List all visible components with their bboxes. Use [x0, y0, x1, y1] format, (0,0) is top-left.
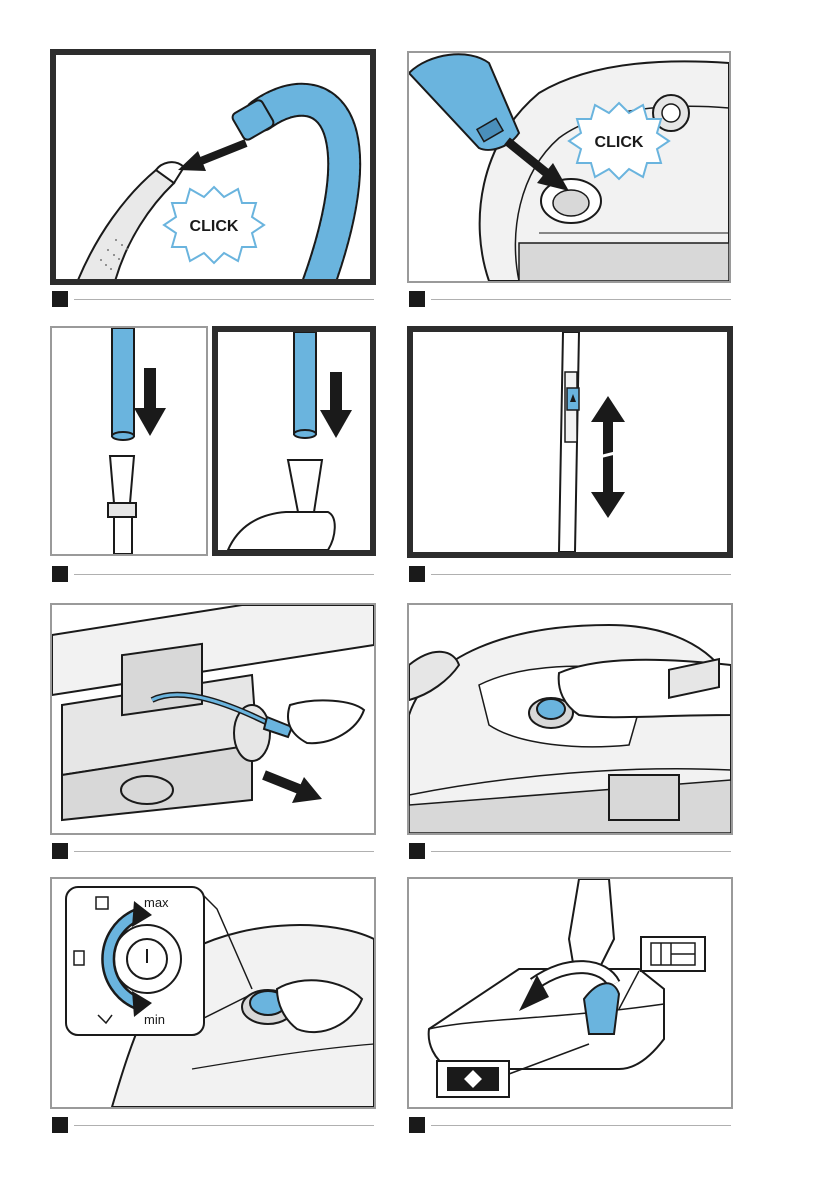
figure-panel-7: max min [50, 877, 376, 1109]
figure-panel-3a [50, 326, 208, 556]
caption-rule-8 [431, 1125, 731, 1126]
click-burst-label: CLICK [595, 134, 644, 151]
telescopic-tube-icon [413, 332, 727, 552]
figure-panel-5 [50, 603, 376, 835]
figure-marker-1 [52, 291, 68, 307]
caption-rule-6 [431, 851, 731, 852]
figure-marker-6 [409, 843, 425, 859]
figure-panel-4 [407, 326, 733, 558]
caption-rule-3 [74, 574, 374, 575]
floor-nozzle-icon [409, 879, 731, 1107]
figure-panel-8 [407, 877, 733, 1109]
figure-marker-8 [409, 1117, 425, 1133]
cable-pull-icon [52, 605, 374, 833]
caption-rule-2 [431, 299, 731, 300]
caption-rule-5 [74, 851, 374, 852]
hose-connect-icon: CLICK [56, 55, 370, 279]
power-dial-icon: max min [52, 879, 374, 1107]
click-burst-label: CLICK [190, 218, 239, 235]
caption-rule-7 [74, 1125, 374, 1126]
tube-connect-icon [218, 332, 370, 550]
machine-socket-icon: CLICK [409, 53, 729, 281]
tube-connect-icon [52, 328, 206, 554]
figure-panel-2: CLICK [407, 51, 731, 283]
dial-max-label: max [144, 895, 169, 910]
dial-min-label: min [144, 1012, 165, 1027]
figure-marker-7 [52, 1117, 68, 1133]
power-button-icon [409, 605, 731, 833]
figure-marker-3 [52, 566, 68, 582]
figure-panel-3b [212, 326, 376, 556]
figure-marker-2 [409, 291, 425, 307]
figure-panel-6 [407, 603, 733, 835]
figure-marker-4 [409, 566, 425, 582]
caption-rule-1 [74, 299, 374, 300]
figure-panel-1: CLICK [50, 49, 376, 285]
figure-marker-5 [52, 843, 68, 859]
caption-rule-4 [431, 574, 731, 575]
